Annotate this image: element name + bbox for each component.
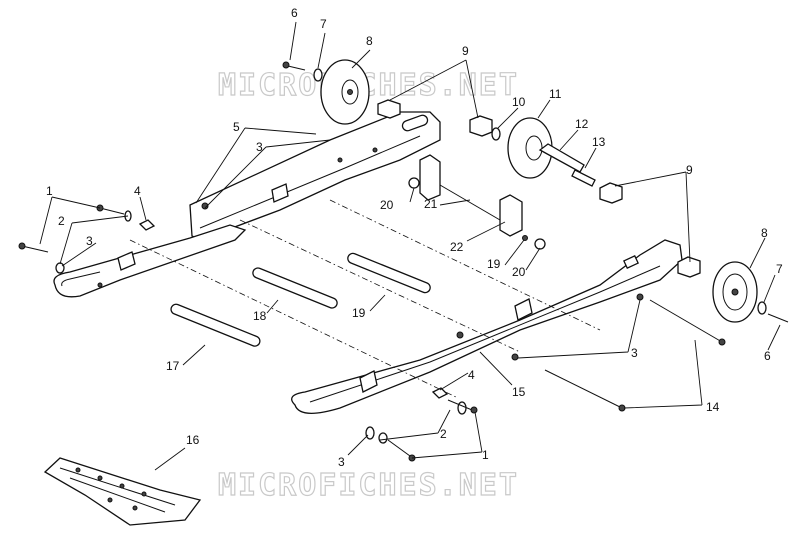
callout-9-right: 9	[686, 163, 693, 177]
callout-4-upper: 4	[134, 184, 141, 198]
callout-18: 18	[253, 309, 267, 323]
callout-1-upper: 1	[46, 184, 53, 198]
callout-22: 22	[450, 240, 464, 254]
wheel-top	[282, 59, 370, 125]
callout-21: 21	[424, 197, 438, 211]
long-bolts	[544, 299, 726, 412]
cross-shafts	[129, 199, 601, 399]
callout-16: 16	[186, 433, 200, 447]
callout-4-lower: 4	[468, 368, 475, 382]
callout-2-lower: 2	[440, 427, 447, 441]
shock-mounts	[408, 154, 546, 250]
callout-1-lower: 1	[482, 448, 489, 462]
callout-3-lower: 3	[338, 455, 345, 469]
callout-8-right: 8	[761, 226, 768, 240]
wheel-right	[599, 182, 789, 323]
callout-19-right: 19	[487, 257, 501, 271]
far-rail	[189, 111, 441, 241]
callout-20-lower: 20	[512, 265, 526, 279]
callout-10: 10	[512, 95, 526, 109]
callout-17: 17	[166, 359, 180, 373]
callout-7-top: 7	[320, 17, 327, 31]
callout-11: 11	[549, 87, 562, 101]
callout-8-top: 8	[366, 34, 373, 48]
leader-lines	[39, 21, 781, 471]
callout-6-right: 6	[764, 349, 771, 363]
callout-3-right: 3	[631, 346, 638, 360]
callout-14: 14	[706, 400, 720, 414]
callout-20-upper: 20	[380, 198, 394, 212]
wear-slide	[43, 457, 202, 526]
left-rail-tip	[53, 224, 247, 298]
callout-2-upper: 2	[58, 214, 65, 228]
axle-wheel-assembly	[491, 117, 596, 187]
callout-15: 15	[512, 385, 526, 399]
callout-6-top: 6	[291, 6, 298, 20]
callout-13: 13	[592, 135, 606, 149]
callout-3-left: 3	[86, 234, 93, 248]
callout-7-right: 7	[776, 262, 783, 276]
fasteners-lower	[365, 387, 478, 462]
callout-3-upper: 3	[256, 140, 263, 154]
callout-9-top: 9	[462, 44, 469, 58]
callout-5: 5	[233, 120, 240, 134]
bushing-top	[377, 99, 493, 137]
callout-19-center: 19	[352, 306, 366, 320]
near-rail	[291, 239, 683, 414]
callout-12: 12	[575, 117, 589, 131]
callout-labels: 6 7 8 9 10 11 12 13 5 3 1 4 2 3 20 21 22…	[46, 6, 783, 469]
watermark-bottom: MICROFICHES.NET	[218, 468, 519, 503]
